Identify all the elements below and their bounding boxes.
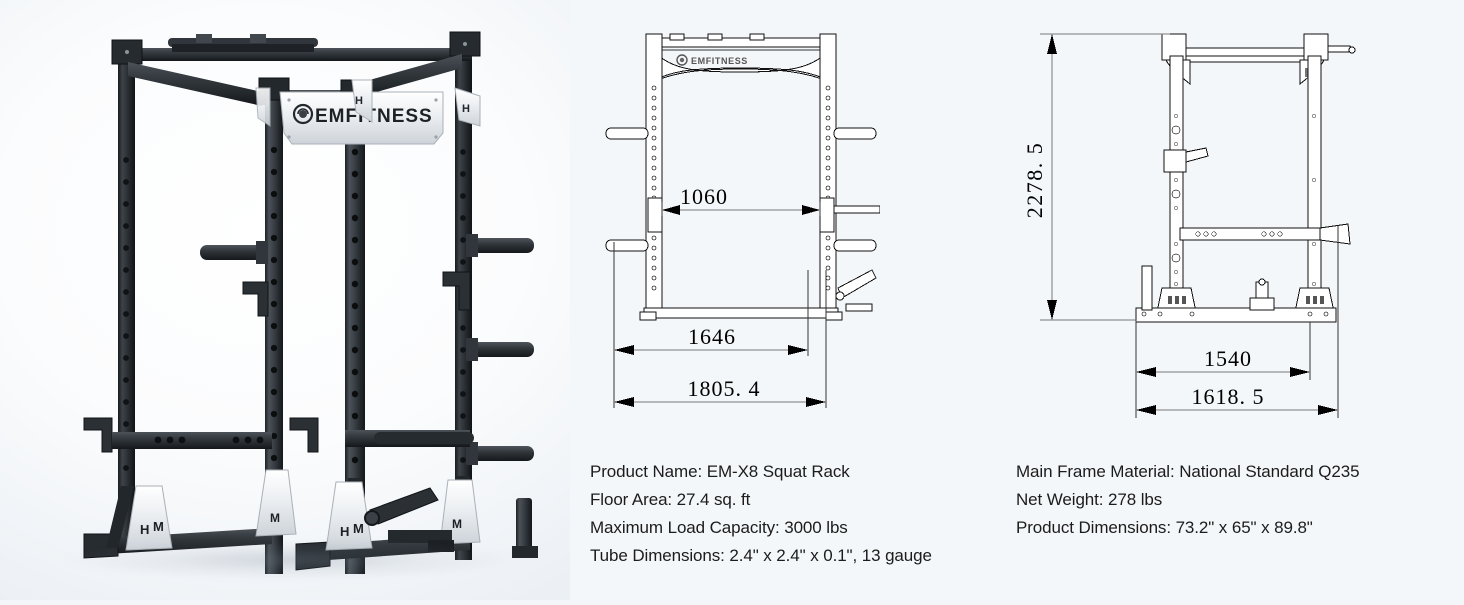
front-elevation-svg: EMFITNESS 1060 1646 1805. 4 bbox=[605, 33, 880, 408]
front-view-drawing: EMFITNESS 1060 1646 1805. 4 bbox=[600, 20, 880, 430]
product-photo: EMFITNESS H H bbox=[0, 0, 570, 600]
side-elevation-svg: 2278. 5 1540 1618. 5 bbox=[1022, 33, 1356, 418]
svg-text:H: H bbox=[355, 95, 363, 107]
dim-1540 bbox=[1135, 320, 1311, 380]
dim-1618 bbox=[1135, 226, 1339, 418]
dim-label-1646: 1646 bbox=[688, 324, 736, 349]
spec-floor-area: Floor Area: 27.4 sq. ft bbox=[590, 490, 751, 509]
drawing-brand-logo: EMFITNESS bbox=[676, 54, 748, 66]
spec-list-right: Main Frame Material: National Standard Q… bbox=[1016, 458, 1464, 542]
dim-label-1540: 1540 bbox=[1204, 346, 1252, 371]
squat-rack-illustration: EMFITNESS H H bbox=[83, 31, 538, 574]
spec-list-left: Product Name: EM-X8 Squat Rack Floor Are… bbox=[590, 458, 1010, 570]
spotter-arms bbox=[112, 430, 474, 449]
svg-text:H: H bbox=[340, 524, 349, 539]
svg-text:H: H bbox=[140, 522, 149, 537]
brand-plate-main: EMFITNESS bbox=[279, 91, 444, 145]
svg-text:M: M bbox=[353, 521, 364, 536]
svg-text:M: M bbox=[153, 519, 164, 534]
dim-label-1060: 1060 bbox=[680, 184, 728, 209]
landmine-attachment bbox=[364, 487, 454, 552]
foot-plates: H M H M M M bbox=[125, 469, 481, 551]
weight-horns bbox=[200, 234, 534, 465]
side-view-drawing: 2278. 5 1540 1618. 5 bbox=[1020, 20, 1370, 430]
spec-product-name: Product Name: EM-X8 Squat Rack bbox=[590, 462, 850, 481]
dim-label-1618: 1618. 5 bbox=[1192, 384, 1265, 409]
floor-shadow bbox=[60, 540, 520, 580]
spec-net-weight: Net Weight: 278 lbs bbox=[1016, 490, 1163, 509]
svg-text:H: H bbox=[462, 103, 470, 115]
band-peg-post bbox=[512, 498, 538, 558]
j-cup-hooks bbox=[83, 271, 471, 453]
spec-product-dims: Product Dimensions: 73.2" x 65" x 89.8" bbox=[1016, 518, 1313, 537]
rear-top-brackets bbox=[111, 31, 481, 65]
dim-label-1805: 1805. 4 bbox=[688, 376, 761, 401]
spec-tube-dims: Tube Dimensions: 2.4" x 2.4" x 0.1", 13 … bbox=[590, 546, 932, 565]
svg-text:M: M bbox=[452, 517, 462, 531]
upright-hole-pattern bbox=[123, 146, 466, 508]
dim-2278 bbox=[1040, 33, 1170, 321]
spec-frame-material: Main Frame Material: National Standard Q… bbox=[1016, 462, 1360, 481]
dim-1805 bbox=[613, 270, 827, 408]
drawing-logo-text: EMFITNESS bbox=[691, 56, 748, 66]
spec-max-load: Maximum Load Capacity: 3000 lbs bbox=[590, 518, 848, 537]
dim-label-2278: 2278. 5 bbox=[1022, 142, 1047, 219]
dim-1646 bbox=[613, 242, 809, 356]
svg-text:M: M bbox=[270, 511, 280, 525]
brand-plate-text: EMFITNESS bbox=[315, 106, 433, 127]
corner-gussets: H H bbox=[255, 79, 481, 127]
dim-1060 bbox=[661, 202, 821, 216]
